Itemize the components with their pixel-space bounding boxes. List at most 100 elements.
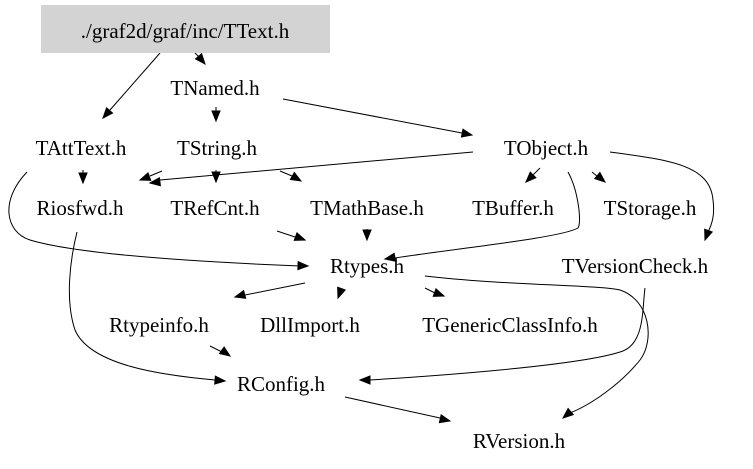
node-label: TString.h: [177, 136, 257, 160]
edge-riosfwd-rconfig: [68, 231, 227, 385]
node-label: TStorage.h: [604, 196, 697, 220]
node-label: TAttText.h: [36, 136, 127, 160]
arrowhead-icon: [362, 229, 372, 242]
node-ttext[interactable]: ./graf2d/graf/inc/TText.h: [41, 5, 330, 53]
edge-tnamed-tobject: [282, 98, 474, 138]
edge-tobject-tbuffer: [525, 167, 541, 183]
edge-rconfig-rversion: [344, 396, 452, 424]
edge-line: [424, 275, 649, 414]
edge-tobject-rtypes: [383, 171, 581, 262]
node-tstorage[interactable]: TStorage.h: [604, 196, 697, 220]
arrowhead-icon: [432, 287, 446, 297]
node-tgenericclassinfo[interactable]: TGenericClassInfo.h: [422, 313, 598, 337]
node-riosfwd[interactable]: Riosfwd.h: [37, 196, 124, 220]
edge-trefcnt-rtypes: [276, 230, 307, 241]
arrowhead-icon: [438, 414, 452, 424]
arrowhead-icon: [525, 171, 537, 183]
edge-line: [276, 230, 296, 238]
edge-line: [109, 52, 161, 111]
node-tmathbase[interactable]: TMathBase.h: [310, 196, 424, 220]
node-tobject[interactable]: TObject.h: [504, 136, 589, 160]
arrowhead-icon: [194, 52, 206, 66]
node-tversioncheck[interactable]: TVersionCheck.h: [562, 254, 709, 278]
edge-tstring-trefcnt: [211, 170, 221, 184]
node-label: Riosfwd.h: [37, 196, 124, 220]
node-tstring[interactable]: TString.h: [177, 136, 257, 160]
node-label: Rtypeinfo.h: [109, 313, 209, 337]
arrowhead-icon: [289, 171, 303, 182]
arrowhead-icon: [211, 171, 221, 184]
arrowhead-icon: [138, 171, 152, 181]
edge-rtypes-tgenericclassinfo: [424, 287, 446, 297]
node-label: Rtypes.h: [330, 254, 405, 278]
edge-line: [344, 396, 441, 419]
node-label: DllImport.h: [260, 313, 360, 337]
edge-line: [209, 345, 223, 353]
edge-ttext-tnamed: [194, 52, 206, 66]
node-tnamed[interactable]: TNamed.h: [170, 76, 260, 100]
edge-line: [159, 151, 474, 181]
edge-rtypes-rversion: [424, 275, 649, 419]
node-dllimport[interactable]: DllImport.h: [260, 313, 360, 337]
arrowhead-icon: [148, 177, 161, 187]
node-label: RVersion.h: [473, 429, 566, 453]
arrowhead-icon: [358, 375, 371, 385]
node-label: TBuffer.h: [472, 196, 554, 220]
edge-tmathbase-rtypes: [362, 229, 372, 242]
node-label: TRefCnt.h: [170, 196, 260, 220]
nodes-layer: ./graf2d/graf/inc/TText.hTNamed.hTAttTex…: [36, 5, 709, 453]
node-tbuffer[interactable]: TBuffer.h: [472, 196, 554, 220]
edge-tobject-riosfwd: [148, 151, 474, 187]
node-label: TVersionCheck.h: [562, 254, 709, 278]
arrowhead-icon: [78, 172, 88, 185]
edge-line: [149, 170, 163, 177]
arrowhead-icon: [337, 286, 347, 300]
arrowhead-icon: [460, 128, 474, 138]
edges-layer: [8, 52, 715, 424]
edge-tobject-tversioncheck: [609, 151, 715, 242]
arrowhead-icon: [211, 110, 221, 123]
arrowhead-icon: [102, 106, 114, 120]
node-rversion[interactable]: RVersion.h: [473, 429, 566, 453]
node-trefcnt[interactable]: TRefCnt.h: [170, 196, 260, 220]
node-tatttext[interactable]: TAttText.h: [36, 136, 127, 160]
arrowhead-icon: [297, 260, 310, 271]
arrowhead-icon: [383, 252, 397, 262]
edge-line: [244, 282, 306, 296]
arrowhead-icon: [593, 171, 607, 183]
node-label: TObject.h: [504, 136, 589, 160]
edge-line: [369, 287, 646, 381]
edge-tstring-tmathbase: [279, 170, 303, 182]
node-rtypeinfo[interactable]: Rtypeinfo.h: [109, 313, 209, 337]
edge-tnamed-tstring: [211, 107, 221, 123]
arrowhead-icon: [293, 231, 307, 241]
arrowhead-icon: [214, 375, 227, 385]
edge-tobject-tstorage: [591, 171, 607, 183]
arrowhead-icon: [561, 407, 575, 419]
edge-rtypes-rtypeinfo: [233, 282, 306, 299]
edge-line: [68, 231, 216, 381]
edge-line: [279, 170, 293, 177]
edge-line: [8, 171, 301, 267]
edge-rtypes-dllimport: [337, 286, 347, 300]
edge-line: [609, 151, 715, 233]
arrowhead-icon: [704, 228, 714, 242]
node-label: RConfig.h: [237, 372, 326, 396]
node-rtypes[interactable]: Rtypes.h: [330, 254, 405, 278]
edge-tatttext-riosfwd: [78, 170, 88, 185]
edge-rtypeinfo-rconfig: [209, 345, 232, 357]
edge-tstring-riosfwd: [138, 170, 163, 181]
edge-tatttext-rtypes: [8, 171, 310, 271]
node-rconfig[interactable]: RConfig.h: [237, 372, 326, 396]
arrowhead-icon: [218, 346, 232, 357]
root-node-box: [41, 5, 330, 53]
node-label: TNamed.h: [170, 76, 260, 100]
arrowhead-icon: [233, 289, 247, 299]
edge-line: [282, 98, 463, 134]
node-label: TGenericClassInfo.h: [422, 313, 598, 337]
edge-tversioncheck-rconfig: [358, 287, 646, 385]
edge-line: [424, 287, 436, 294]
node-label: ./graf2d/graf/inc/TText.h: [81, 19, 290, 43]
edge-ttext-tatttext: [102, 52, 161, 120]
